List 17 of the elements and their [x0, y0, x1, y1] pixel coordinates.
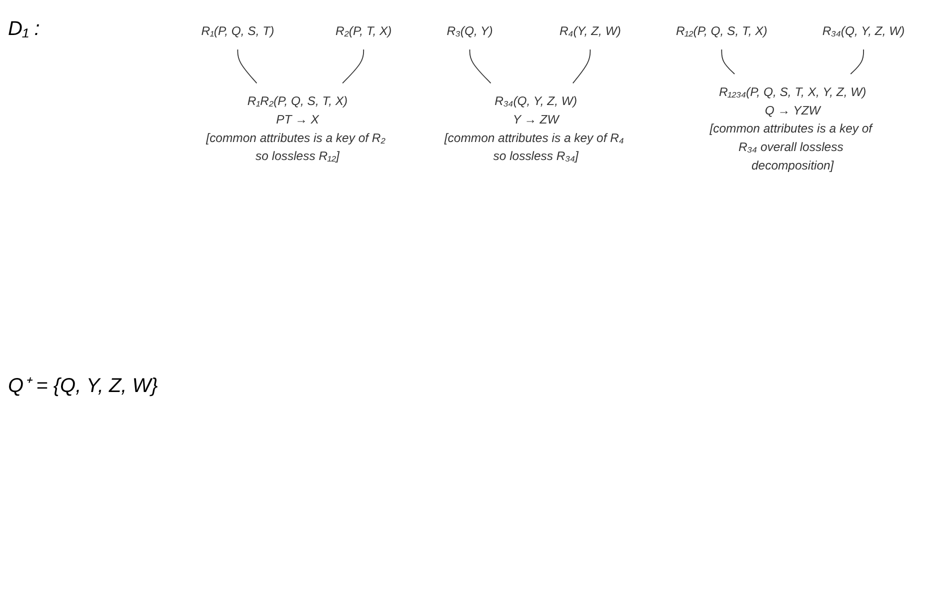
- relation-label: R₁₂₃₄(P, Q, S, T, X, Y, Z, W) Q → YZW [common attributes is a key of R₃₄ overall lossless decomposition]: [710, 86, 872, 172]
- formula-text: D₁ :: [8, 18, 41, 41]
- relation-label: R₁R₂(P, Q, S, T, X) PT → X [common attributes is a key of R₂ so lossless R₁₂]: [206, 94, 386, 164]
- relation-label: R₁₂(P, Q, S, T, X): [676, 24, 768, 38]
- relation-label: R₁(P, Q, S, T): [201, 24, 274, 38]
- decomposition-line: [572, 49, 591, 84]
- decomposition-line: [469, 49, 492, 84]
- decomposition-line: [342, 49, 364, 84]
- relation-label: R₃(Q, Y): [446, 24, 493, 38]
- relation-label: R₂(P, T, X): [335, 24, 392, 38]
- decomposition-line: [850, 49, 864, 74]
- decomposition-line: [721, 49, 735, 74]
- formula-text: Q⁺ = {Q, Y, Z, W}: [8, 374, 159, 398]
- decomposition-line: [237, 49, 258, 84]
- relation-label: R₄(Y, Z, W): [559, 24, 621, 38]
- relation-label: R₃₄(Q, Y, Z, W) Y → ZW [common attributes is a key of R₄ so lossless R₃₄]: [444, 94, 624, 164]
- relation-label: R₃₄(Q, Y, Z, W): [822, 24, 905, 38]
